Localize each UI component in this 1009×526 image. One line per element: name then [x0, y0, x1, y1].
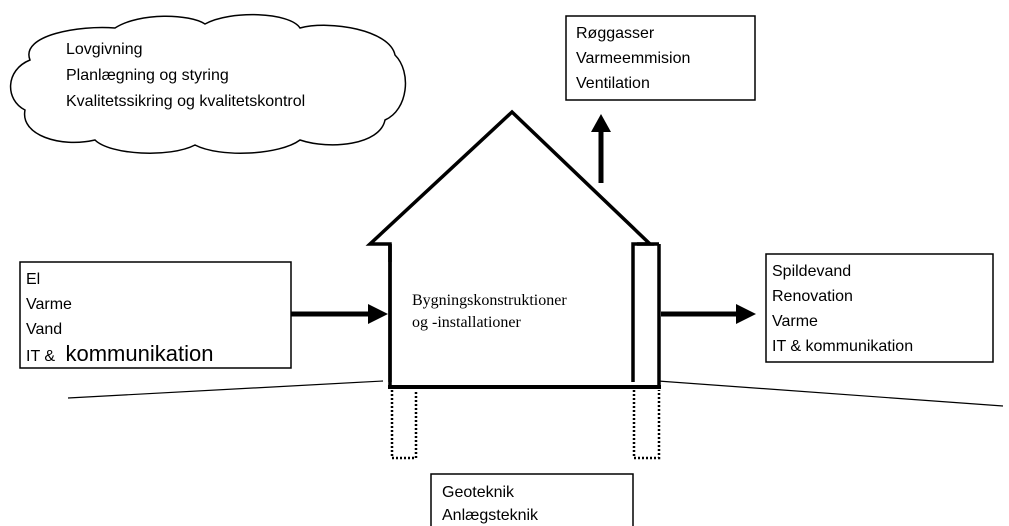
house-label-2: og -installationer	[412, 314, 522, 331]
house-outline	[365, 109, 655, 382]
cloud-text-2: Planlægning og styring	[66, 67, 229, 84]
arrow-in-head	[368, 304, 388, 324]
bottom-box	[430, 473, 634, 526]
bottom-box-text-2: Anlægsteknik	[442, 507, 539, 524]
left-box-text-3: Vand	[26, 321, 62, 338]
left-box-text-4-big: kommunikation	[66, 341, 214, 366]
right-box-text-2: Renovation	[772, 288, 853, 305]
right-box	[765, 253, 994, 363]
top-box-text-1: Røggasser	[576, 25, 655, 42]
arrow-out-head	[736, 304, 756, 324]
cloud-shape	[9, 13, 407, 154]
top-box	[565, 15, 756, 101]
house-label-1: Bygningskonstruktioner	[412, 292, 567, 309]
bottom-box-text-1: Geoteknik	[442, 484, 515, 501]
top-box-text-2: Varmeemmision	[576, 50, 690, 67]
foundation-right	[632, 390, 661, 460]
left-box-text-4: IT & kommunikation	[26, 341, 213, 366]
cloud-text-1: Lovgivning	[66, 41, 143, 58]
right-box-text-4: IT & kommunikation	[772, 338, 913, 355]
ground-line-left	[67, 380, 384, 399]
right-box-text-3: Varme	[772, 313, 818, 330]
right-box-text-1: Spildevand	[772, 263, 851, 280]
left-box	[19, 261, 292, 369]
left-box-text-2: Varme	[26, 296, 72, 313]
arrow-up-head	[591, 114, 611, 132]
foundation-left	[390, 390, 418, 460]
left-box-text-1: El	[26, 271, 40, 288]
ground-line-right	[657, 380, 1004, 407]
top-box-text-3: Ventilation	[576, 75, 650, 92]
cloud-text-3: Kvalitetssikring og kvalitetskontrol	[66, 93, 305, 110]
left-box-text-4-prefix: IT &	[26, 348, 55, 365]
